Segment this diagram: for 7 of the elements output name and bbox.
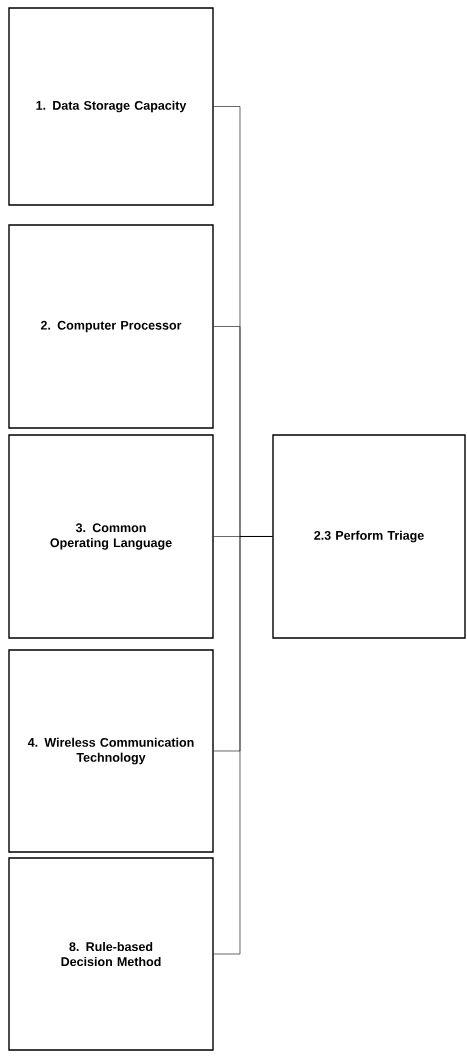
process-box: 2. Computer Processor — [8, 224, 214, 429]
connector-line — [213, 536, 273, 955]
process-box: 8. Rule-based Decision Method — [8, 857, 214, 1051]
process-box: 2.3 Perform Triage — [272, 434, 466, 639]
process-box: 1. Data Storage Capacity — [8, 7, 214, 206]
process-box: 4. Wireless Communication Technology — [8, 649, 214, 853]
process-box: 3. Common Operating Language — [8, 434, 214, 639]
